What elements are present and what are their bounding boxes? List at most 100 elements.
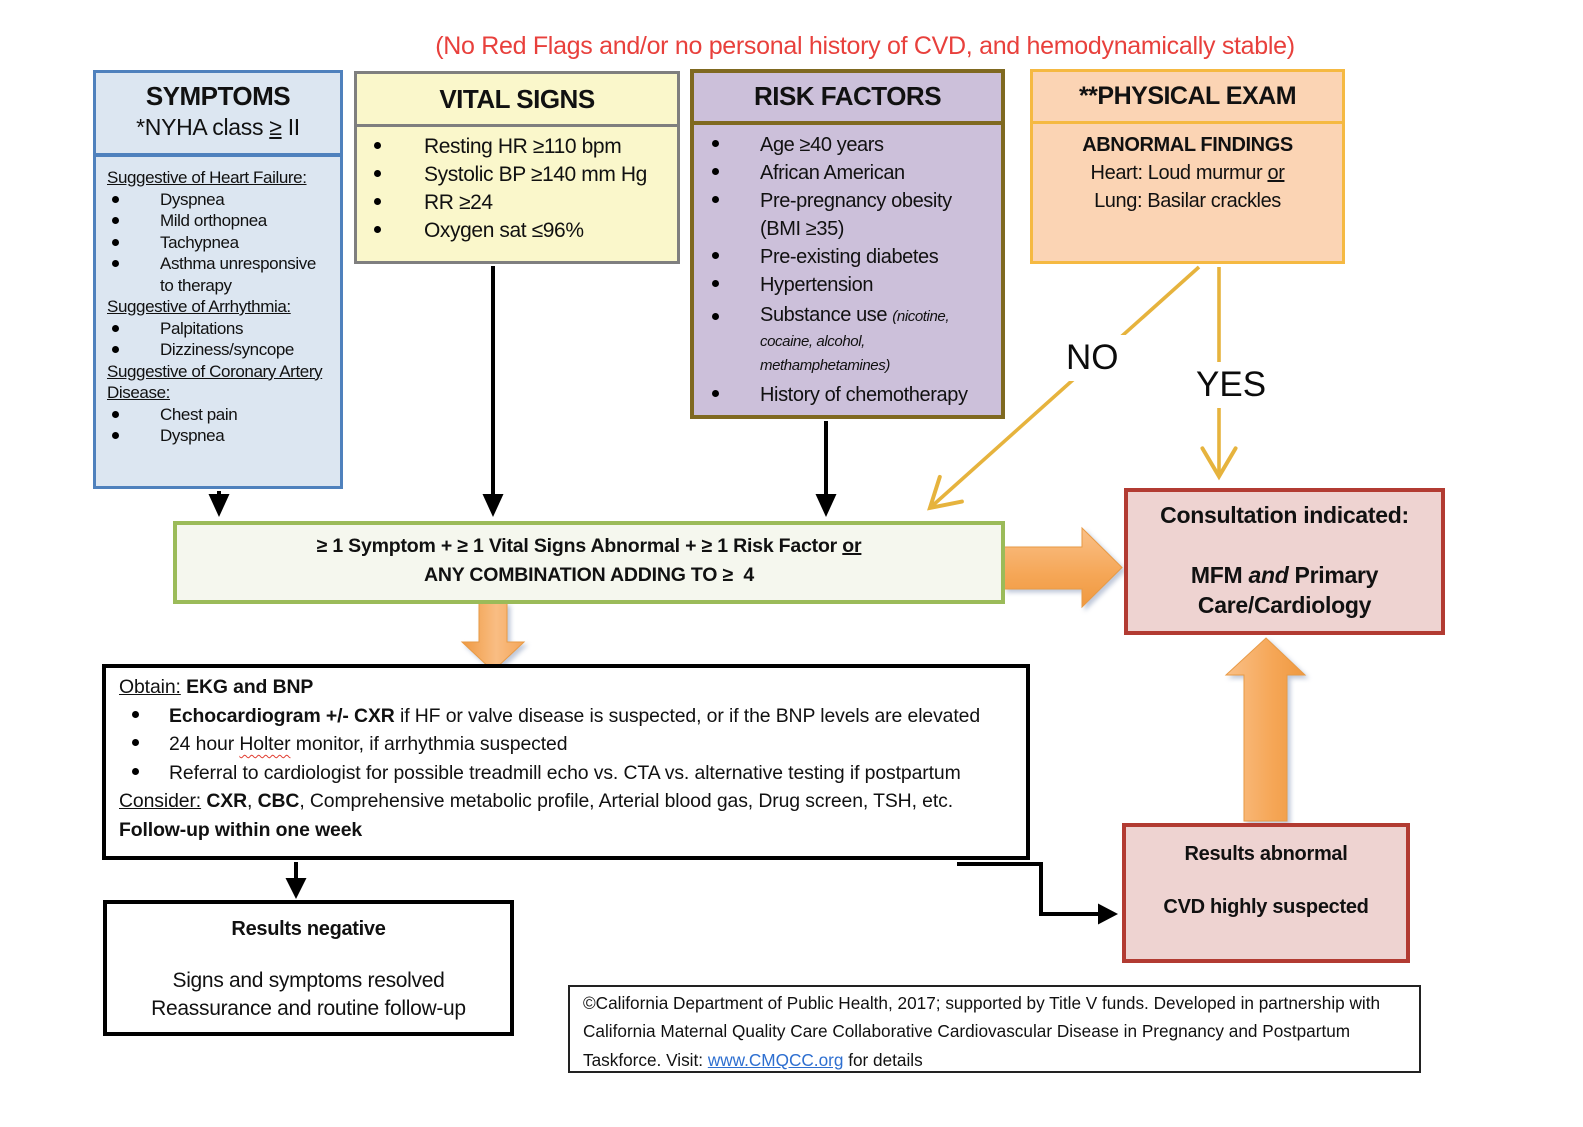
list-item: Age ≥40 years	[694, 131, 1001, 159]
list-item: Palpitations	[96, 318, 340, 340]
text-run: monitor, if arrhythmia suspected	[290, 733, 568, 755]
vital-signs-title: VITAL SIGNS	[439, 84, 595, 114]
section-heading: Suggestive of Coronary Artery Disease:	[96, 361, 340, 404]
list-item: Referral to cardiologist for possible tr…	[106, 759, 1026, 788]
bullet-icon	[132, 739, 139, 746]
obtain-to-abnormal-elbow	[957, 862, 1099, 916]
text-run: Palpitations	[160, 318, 244, 338]
bullet-icon	[712, 196, 719, 203]
text-line: Heart: Loud murmur or	[1033, 159, 1342, 187]
text-run: Referral to cardiologist for possible tr…	[169, 761, 961, 784]
text-run: Oxygen sat ≤96%	[424, 219, 584, 242]
text-run: Echocardiogram +/- CXR	[169, 704, 395, 727]
section-heading: Suggestive of Heart Failure:	[96, 167, 340, 189]
abnormal-to-consultation-arrow	[1224, 637, 1307, 822]
text-run: ANY COMBINATION ADDING TO ≥ 4	[423, 564, 755, 586]
text-run: ©California Department of Public Health,…	[583, 993, 1381, 1070]
bullet-icon	[132, 767, 139, 775]
consultation-line-3: Care/Cardiology	[1197, 592, 1372, 618]
text-run: Heart: Loud murmur	[1090, 162, 1268, 184]
bullet-icon	[712, 280, 719, 287]
text-run: or	[1267, 162, 1285, 184]
results-abnormal-line-2: CVD highly suspected	[1163, 896, 1369, 918]
text-run: ≥	[269, 114, 282, 140]
bullet-icon	[112, 217, 119, 224]
bullet-icon	[112, 346, 119, 353]
bullet-icon	[112, 260, 119, 267]
text-line: ABNORMAL FINDINGS	[1033, 131, 1342, 159]
text-run: MFM	[1190, 562, 1249, 588]
bullet-icon	[712, 389, 719, 397]
symptoms-header: SYMPTOMS *NYHA class ≥ II	[96, 73, 340, 157]
text-run: (nicotine, cocaine, alcohol, methampheta…	[760, 308, 950, 374]
symptoms-box: SYMPTOMS *NYHA class ≥ II Suggestive of …	[93, 70, 343, 489]
text-run: Suggestive of Coronary Artery Disease:	[107, 361, 323, 403]
text-run: EKG and BNP	[186, 676, 314, 698]
obtain-to-abnormal-arrowhead	[1098, 903, 1118, 925]
text-run: 24 hour	[169, 733, 240, 755]
text-run: RR ≥24	[424, 191, 493, 214]
text-run: Substance use	[760, 304, 893, 326]
text-run: *NYHA class	[136, 114, 270, 140]
list-item: Tachypnea	[96, 232, 340, 254]
section-heading: Suggestive of Arrhythmia:	[96, 296, 340, 318]
text-run: Consider:	[119, 790, 202, 812]
text-run: CBC	[257, 790, 300, 812]
text-run: Mild orthopnea	[160, 211, 267, 230]
text-run: African American	[760, 162, 905, 184]
footer-text: ©California Department of Public Health,…	[583, 993, 1380, 1070]
text-line: Follow-up within one week	[106, 816, 1026, 845]
criteria-to-consultation-arrow	[1003, 526, 1123, 609]
text-run: Dyspnea	[160, 189, 225, 209]
text-run: Asthma unresponsive to therapy	[160, 254, 316, 295]
physical-exam-box: **PHYSICAL EXAM ABNORMAL FINDINGS Heart: …	[1030, 69, 1345, 264]
criteria-box: ≥ 1 Symptom + ≥ 1 Vital Signs Abnormal +…	[173, 521, 1005, 604]
risk-factors-header: RISK FACTORS	[694, 73, 1001, 125]
list-item: Systolic BP ≥140 mm Hg	[357, 161, 677, 189]
text-run: Holter	[239, 733, 291, 755]
criteria-line-2: ANY COMBINATION ADDING TO ≥ 4	[177, 561, 1001, 590]
obtain-to-negative-arrowhead	[285, 878, 307, 899]
text-run: Pre-existing diabetes	[760, 246, 939, 268]
symptoms-title: SYMPTOMS	[145, 81, 291, 111]
criteria-to-obtain-arrow	[460, 602, 526, 672]
consultation-line-2: MFM and Primary	[1128, 560, 1441, 590]
text-run: Lung: Basilar crackles	[1094, 190, 1281, 212]
text-run: Dizziness/syncope	[160, 340, 294, 359]
list-item: Dyspnea	[96, 189, 340, 211]
list-item: Mild orthopnea	[96, 210, 340, 232]
text-run: and	[1248, 562, 1289, 588]
text-run: Resting HR ≥110 bpm	[424, 135, 622, 158]
results-negative-line-2: Signs and symptoms resolved	[172, 969, 445, 992]
list-item: Pre-pregnancy obesity (BMI ≥35)	[694, 187, 1001, 243]
bullet-icon	[374, 198, 381, 205]
physical-exam-title: **PHYSICAL EXAM	[1078, 82, 1297, 110]
text-run: Tachypnea	[160, 232, 239, 252]
text-run: Hypertension	[760, 274, 874, 296]
list-item: Asthma unresponsive to therapy	[96, 253, 340, 296]
bullet-icon	[712, 252, 719, 259]
bullet-icon	[374, 142, 381, 149]
list-item: Dizziness/syncope	[96, 339, 340, 361]
text-line: Obtain: EKG and BNP	[106, 673, 1026, 702]
text-run: CXR	[206, 790, 248, 812]
symptoms-subtitle: *NYHA class ≥ II	[96, 112, 340, 142]
results-negative-line-3: Reassurance and routine follow-up	[151, 997, 466, 1020]
text-run: Follow-up within one week	[119, 818, 363, 841]
bullet-icon	[112, 195, 119, 203]
list-item: African American	[694, 159, 1001, 187]
cmqcc-link[interactable]: www.CMQCC.org	[707, 1049, 844, 1070]
results-negative-title: Results negative	[231, 918, 386, 940]
label-yes: YES	[1189, 362, 1274, 408]
bullet-icon	[132, 710, 139, 718]
bullet-icon	[712, 168, 719, 175]
physical-exam-header: **PHYSICAL EXAM	[1033, 72, 1342, 124]
text-run: ABNORMAL FINDINGS	[1082, 134, 1293, 156]
results-abnormal-title: Results abnormal	[1184, 843, 1348, 865]
list-item: 24 hour Holter monitor, if arrhythmia su…	[106, 730, 1026, 759]
list-item: Resting HR ≥110 bpm	[357, 133, 677, 161]
